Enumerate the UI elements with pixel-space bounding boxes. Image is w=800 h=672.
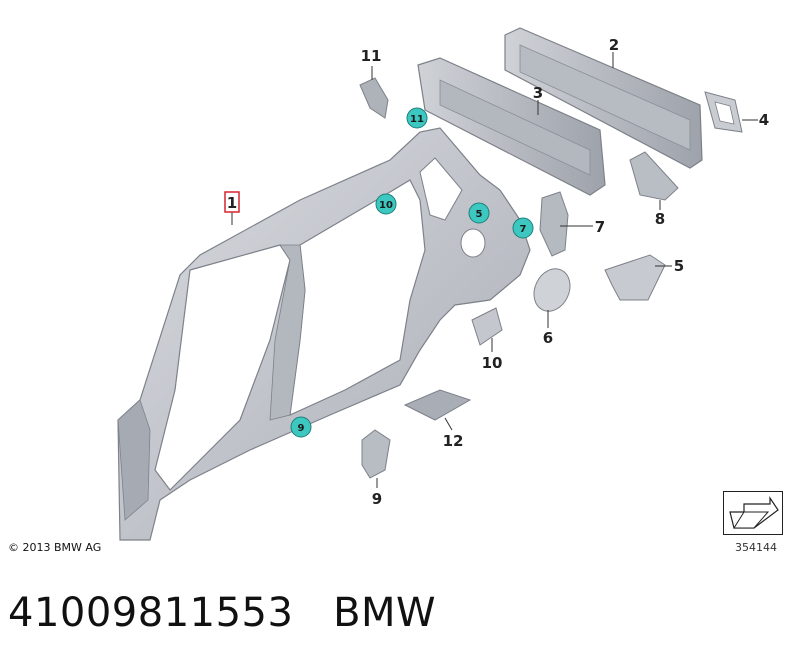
svg-text:10: 10 xyxy=(379,200,393,211)
roof-bow-part-3 xyxy=(417,57,606,196)
part-4-label: 4 xyxy=(759,111,769,129)
callout-10: 10 xyxy=(375,193,397,215)
svg-text:5: 5 xyxy=(476,209,483,220)
part-7-label: 7 xyxy=(595,218,605,236)
footer-part-number: 41009811553 BMW xyxy=(8,590,437,636)
part-8-label: 8 xyxy=(655,210,665,228)
svg-text:11: 11 xyxy=(410,114,424,125)
svg-text:9: 9 xyxy=(298,423,305,434)
plate-part-12 xyxy=(403,389,472,421)
part-12-label: 12 xyxy=(443,432,464,450)
copyright-text: © 2013 BMW AG xyxy=(8,541,102,554)
roof-bow-part-2 xyxy=(504,27,703,169)
svg-text:7: 7 xyxy=(520,224,527,235)
part-10-label: 10 xyxy=(482,354,503,372)
callout-11: 11 xyxy=(406,107,428,129)
callout-9: 9 xyxy=(290,416,312,438)
bracket-part-4-hole xyxy=(714,101,735,125)
reinforcement-part-7 xyxy=(539,191,569,257)
callout-7: 7 xyxy=(512,217,534,239)
fuel-flap-part-6 xyxy=(533,268,571,312)
reference-number: 354144 xyxy=(735,541,777,554)
part-11-label: 11 xyxy=(361,47,382,65)
part-1-highlight-box xyxy=(224,191,240,213)
part-2-label: 2 xyxy=(609,36,619,54)
bracket-part-9 xyxy=(361,429,391,479)
reference-symbol-box xyxy=(723,491,783,535)
callout-5: 5 xyxy=(468,202,490,224)
part-9-label: 9 xyxy=(372,490,382,508)
side-frame-part-1 xyxy=(117,127,531,541)
parts-diagram: 1 2 3 4 5 6 7 8 9 10 11 12 11 10 5 7 9 xyxy=(117,27,769,541)
bracket-part-8 xyxy=(629,151,679,201)
arrow-icon xyxy=(729,496,779,529)
part-5-label: 5 xyxy=(674,257,684,275)
part-6-label: 6 xyxy=(543,329,553,347)
part-1-label: 1 xyxy=(227,194,237,212)
bracket-part-11 xyxy=(359,77,389,119)
wheelhouse-part-5 xyxy=(604,254,666,301)
part-3-label: 3 xyxy=(533,84,543,102)
leader-lines xyxy=(231,52,758,488)
bracket-part-10 xyxy=(471,307,503,346)
